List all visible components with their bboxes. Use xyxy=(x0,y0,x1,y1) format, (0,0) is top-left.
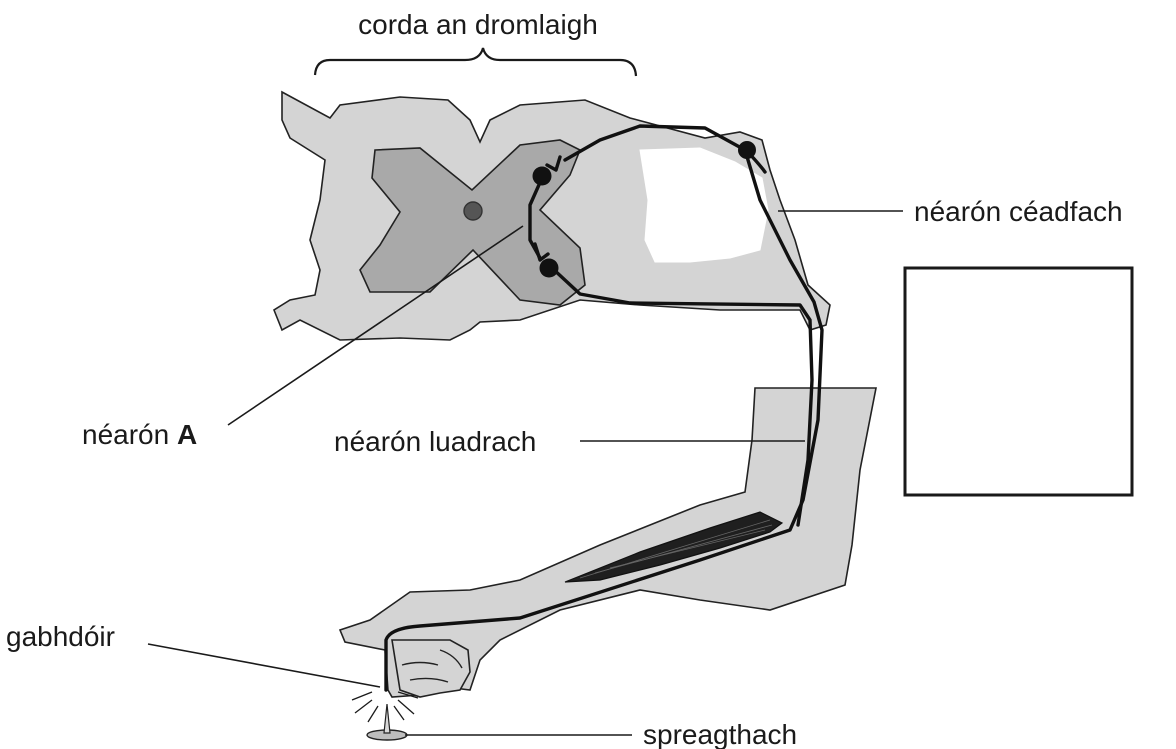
label-neuron-a-prefix: néarón xyxy=(82,419,177,450)
spinal-cord-brace xyxy=(315,48,636,76)
label-stimulus: spreagthach xyxy=(643,719,797,749)
stimulus-pin xyxy=(367,704,407,740)
leader-receptor xyxy=(148,644,380,687)
pin-shaft xyxy=(384,704,390,733)
label-spinal-cord: corda an dromlaigh xyxy=(358,9,598,40)
relay-cell-body-upper xyxy=(533,167,552,186)
hand-knuckles xyxy=(392,640,470,697)
central-canal xyxy=(464,202,482,220)
sensory-cell-body xyxy=(738,141,756,159)
label-sensory-neuron: néarón céadfach xyxy=(914,196,1123,227)
answer-box[interactable] xyxy=(905,268,1132,495)
label-motor-neuron: néarón luadrach xyxy=(334,426,536,457)
label-neuron-a-letter: A xyxy=(177,419,197,450)
label-neuron-a: néarón A xyxy=(82,419,197,450)
label-receptor: gabhdóir xyxy=(6,621,115,652)
motor-cell-body xyxy=(540,259,559,278)
